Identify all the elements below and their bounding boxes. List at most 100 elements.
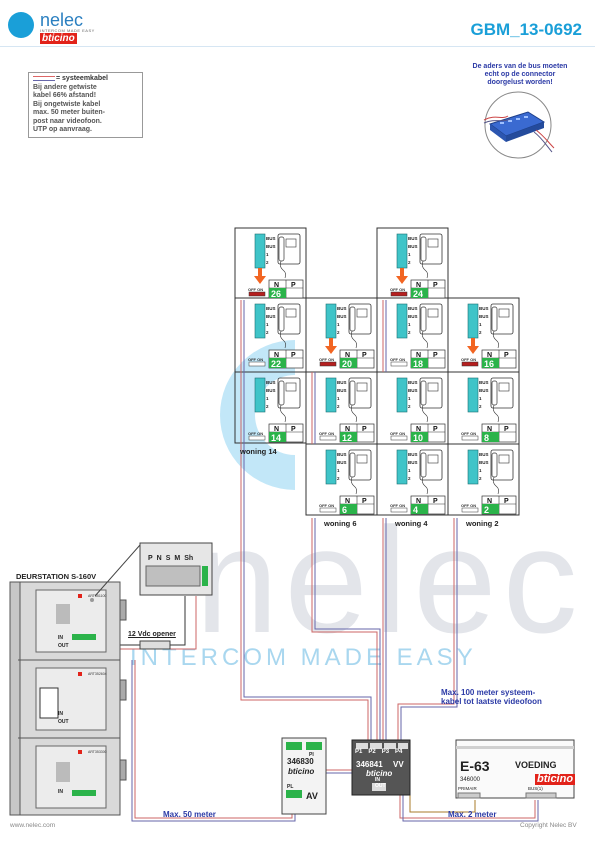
handset-cord <box>493 404 499 423</box>
terminal-block <box>254 377 266 413</box>
footer-website: www.nelec.com <box>10 822 56 829</box>
brand-tagline: INTERCOM MADE EASY <box>40 28 95 33</box>
switch-label: OFF ON <box>248 287 263 292</box>
terminal-label: 1 <box>266 396 269 401</box>
terminal-block <box>254 303 266 339</box>
monitor-screen <box>427 238 439 248</box>
module-code: ART352604 <box>88 672 107 676</box>
n-value: 2 <box>484 505 489 515</box>
terminal-label: BUS <box>479 460 489 465</box>
handset-cord <box>280 260 286 279</box>
terminal-label: 2 <box>408 476 411 481</box>
terminal-block <box>325 303 337 339</box>
handset-icon <box>491 380 498 406</box>
cable-note-line: kabel 66% afstand! <box>33 92 97 99</box>
terminal-label: BUS <box>266 244 276 249</box>
distributor-mode: VV <box>393 760 404 769</box>
header-rule <box>0 46 595 47</box>
terminator-switch <box>390 291 408 297</box>
p-label: P <box>433 352 438 359</box>
switch-label: OFF ON <box>390 503 405 508</box>
p-label: P <box>433 498 438 505</box>
n-value-cell <box>269 288 286 298</box>
n-value: 4 <box>413 505 418 515</box>
handset-cord <box>493 476 499 495</box>
terminator-arrow-icon <box>325 338 337 354</box>
door-station-title: DEURSTATION S-160V <box>16 572 97 581</box>
nelec-logo-mark <box>8 12 34 38</box>
switch-label: OFF ON <box>248 357 263 362</box>
terminal-label: 1 <box>337 396 340 401</box>
terminal-label: BUS <box>408 388 418 393</box>
door-station-io: IN OUT <box>58 711 69 725</box>
av-module-mode: AV <box>306 791 318 801</box>
p-label: P <box>504 426 509 433</box>
module-code: ART353300 <box>88 750 107 754</box>
p-label: P <box>291 426 296 433</box>
terminal-label: 1 <box>337 468 340 473</box>
door-station-io: IN <box>58 789 63 795</box>
terminal-label: 1 <box>479 322 482 327</box>
handset-cord <box>422 476 428 495</box>
p-label: P <box>433 426 438 433</box>
terminator-switch <box>248 435 266 441</box>
terminal-label: BUS <box>266 388 276 393</box>
terminal-label: BUS <box>408 244 418 249</box>
av-module-code: 346830 <box>287 757 314 766</box>
n-label: N <box>416 426 421 433</box>
monitor-screen <box>285 238 297 248</box>
monitor-screen <box>427 382 439 392</box>
terminal-label: 1 <box>479 468 482 473</box>
switch-label: OFF ON <box>319 357 334 362</box>
terminator-switch <box>319 361 337 367</box>
terminal-label: BUS <box>479 452 489 457</box>
terminal-label: BUS <box>337 452 347 457</box>
monitor-screen <box>285 308 297 318</box>
n-label: N <box>416 282 421 289</box>
n-value: 26 <box>271 289 281 299</box>
switch-label: OFF ON <box>390 357 405 362</box>
distributor-body <box>351 739 411 796</box>
n-value-cell <box>340 432 357 442</box>
terminal-label: BUS <box>408 452 418 457</box>
terminal-label: 2 <box>266 260 269 265</box>
terminal-zoom <box>94 542 213 597</box>
handset-icon <box>420 380 427 406</box>
cable-note-line: UTP op aanvraag. <box>33 126 93 133</box>
terminal-block <box>325 377 337 413</box>
n-value-cell <box>340 358 357 368</box>
handset-cord <box>422 260 428 279</box>
n-value-cell <box>482 432 499 442</box>
monitor-screen <box>427 308 439 318</box>
opener-device <box>139 640 171 650</box>
connector-image <box>483 91 555 159</box>
handset-cord <box>351 330 357 349</box>
power-title: VOEDING <box>515 760 557 770</box>
terminal-label: BUS <box>479 314 489 319</box>
switch-label: OFF ON <box>319 431 334 436</box>
switch-label: OFF ON <box>390 431 405 436</box>
terminal-block <box>467 449 479 485</box>
terminator-switch <box>319 507 337 513</box>
opener-label: 12 Vdc opener <box>128 631 176 638</box>
power-terminal-label: BUS(1) <box>528 786 543 791</box>
p-label: P <box>362 498 367 505</box>
n-value-cell <box>411 358 428 368</box>
av-module-body <box>281 737 327 815</box>
n-value-cell <box>482 504 499 514</box>
terminal-label: BUS <box>337 306 347 311</box>
handset-icon <box>420 236 427 262</box>
n-value: 14 <box>271 433 281 443</box>
terminator-arrow-icon <box>254 268 266 284</box>
terminator-switch <box>248 291 266 297</box>
n-value: 20 <box>342 359 352 369</box>
n-value: 10 <box>413 433 423 443</box>
terminal-label: 2 <box>479 476 482 481</box>
terminal-label: BUS <box>408 314 418 319</box>
n-label: N <box>416 498 421 505</box>
switch-label: OFF ON <box>390 287 405 292</box>
n-value: 18 <box>413 359 423 369</box>
terminal-label: 1 <box>408 252 411 257</box>
